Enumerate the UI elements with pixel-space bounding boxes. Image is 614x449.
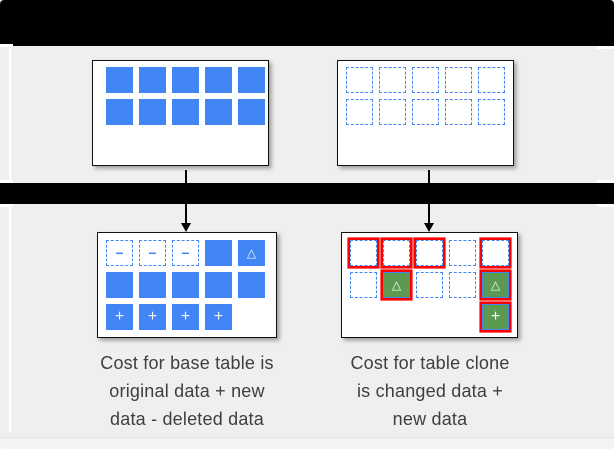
table-clone-cost-caption: Cost for table clone is changed data + n… [350, 353, 510, 429]
original-data-block [139, 67, 166, 93]
original-data-block [172, 272, 199, 298]
table-clone-panel-before [337, 60, 514, 166]
block-row: + + + + [106, 304, 276, 330]
table-clone-panel-after: △△+ [341, 232, 518, 338]
block-row [346, 67, 513, 93]
base-table-panel-before [92, 60, 269, 166]
original-data-block [106, 272, 133, 298]
original-data-block [205, 240, 232, 266]
footer-strip [0, 437, 614, 449]
billed-shared-data-block [416, 240, 443, 266]
triangle-icon: △ [391, 278, 402, 292]
plus-icon: + [114, 307, 125, 325]
block-row [350, 240, 517, 266]
corner-notch [0, 204, 13, 207]
deleted-data-block: − [139, 240, 166, 266]
original-data-block [205, 99, 232, 125]
block-row: △△ [350, 272, 517, 298]
shared-data-block [449, 272, 476, 298]
corner-notch [597, 204, 614, 207]
shared-data-block [412, 67, 439, 93]
corner-notch [597, 180, 614, 183]
original-data-block [238, 272, 265, 298]
deleted-data-block: − [106, 240, 133, 266]
corner-notch [597, 46, 614, 49]
top-redacted-bar [0, 0, 614, 46]
block-row [346, 99, 513, 125]
data-block-grid: △△+ [350, 240, 517, 330]
data-block-grid [106, 67, 268, 125]
card-edge-line [9, 48, 11, 180]
block-row [106, 67, 268, 93]
billed-changed-data-block: △ [482, 272, 509, 298]
minus-icon: − [181, 244, 190, 261]
new-data-block: + [205, 304, 232, 330]
shared-data-block [350, 272, 377, 298]
shared-data-block [346, 99, 373, 125]
plus-icon: + [213, 307, 224, 325]
new-data-block: + [106, 304, 133, 330]
base-table-cost-caption: Cost for base table is original data + n… [100, 353, 274, 429]
new-data-block: + [139, 304, 166, 330]
base-table-panel-after: − − − △ + + + + [97, 232, 277, 338]
shared-data-block [379, 67, 406, 93]
original-data-block [106, 67, 133, 93]
minus-icon: − [115, 244, 124, 261]
original-data-block [139, 99, 166, 125]
shared-data-block [478, 99, 505, 125]
billed-shared-data-block [482, 240, 509, 266]
block-row: − − − △ [106, 240, 276, 266]
corner-notch [0, 44, 13, 47]
original-data-block [238, 99, 265, 125]
original-data-block [139, 272, 166, 298]
original-data-block [238, 67, 265, 93]
middle-redacted-bar [0, 183, 614, 204]
data-block-grid: − − − △ + + + + [106, 240, 276, 330]
block-row: + [350, 304, 517, 330]
shared-data-block [412, 99, 439, 125]
block-row [106, 99, 268, 125]
table-clone-arrow [424, 170, 434, 232]
shared-data-block [416, 272, 443, 298]
minus-icon: − [148, 244, 157, 261]
plus-icon: + [490, 307, 501, 325]
base-table-arrow [181, 170, 191, 232]
original-data-block [106, 99, 133, 125]
billed-shared-data-block [350, 240, 377, 266]
data-block-grid [346, 67, 513, 125]
shared-data-block [445, 67, 472, 93]
triangle-icon: △ [246, 246, 257, 260]
corner-notch [0, 180, 13, 183]
triangle-icon: △ [490, 278, 501, 292]
billed-new-data-block: + [482, 304, 509, 330]
shared-data-block [346, 67, 373, 93]
shared-data-block [379, 99, 406, 125]
deleted-data-block: − [172, 240, 199, 266]
card-edge-line [9, 207, 11, 432]
plus-icon: + [147, 307, 158, 325]
original-data-block [172, 99, 199, 125]
original-data-block [172, 67, 199, 93]
shared-data-block [449, 240, 476, 266]
block-row [106, 272, 276, 298]
changed-data-block: △ [238, 240, 265, 266]
shared-data-block [478, 67, 505, 93]
shared-data-block [445, 99, 472, 125]
original-data-block [205, 67, 232, 93]
new-data-block: + [172, 304, 199, 330]
plus-icon: + [180, 307, 191, 325]
original-data-block [205, 272, 232, 298]
billed-changed-data-block: △ [383, 272, 410, 298]
billed-shared-data-block [383, 240, 410, 266]
